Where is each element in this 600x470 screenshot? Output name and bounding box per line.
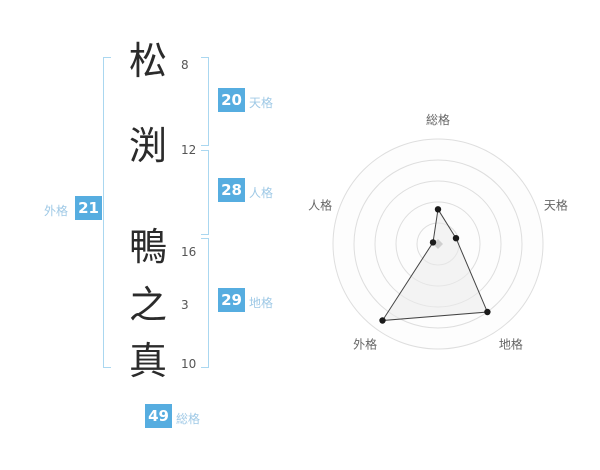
radar-axis-label: 地格 <box>499 336 523 351</box>
kanji-char-3: 鴨 <box>128 225 167 269</box>
radar-data-polygon <box>381 207 489 322</box>
radar-data-point <box>379 317 386 324</box>
tenkaku-label: 天格 <box>249 96 274 110</box>
radar-axis-label: 総格 <box>426 112 450 127</box>
soukaku-label: 総格 <box>176 412 201 426</box>
gaikaku-bracket <box>103 57 111 368</box>
radar-data-point <box>452 235 460 242</box>
kanji-char-4: 之 <box>128 283 167 327</box>
gaikaku-label: 外格 <box>44 204 69 218</box>
soukaku-badge: 49 <box>145 404 172 428</box>
jinkaku-badge: 28 <box>218 178 245 202</box>
chikaku-badge: 29 <box>218 288 245 312</box>
stroke-count-1: 8 <box>181 58 189 72</box>
stroke-count-2: 12 <box>181 143 197 157</box>
kanji-char-5: 真 <box>128 339 167 383</box>
kanji-char-1: 松 <box>128 39 167 83</box>
kanji-char-2: 渕 <box>128 124 167 168</box>
tenkaku-badge: 20 <box>218 88 245 112</box>
gaikaku-badge: 21 <box>75 196 102 220</box>
radar-data-point <box>434 206 442 213</box>
stroke-count-5: 10 <box>181 357 197 371</box>
stroke-count-3: 16 <box>181 245 197 259</box>
radar-data-point <box>484 308 491 316</box>
stroke-count-4: 3 <box>181 298 189 312</box>
chikaku-bracket <box>201 238 209 368</box>
fortune-radar-chart: 総格天格地格 外格 人格 <box>288 99 598 399</box>
radar-axis-label: 天格 <box>544 198 568 213</box>
radar-data-point <box>429 239 437 246</box>
jinkaku-bracket <box>201 150 209 235</box>
chikaku-label: 地格 <box>249 296 274 310</box>
radar-axis-label: 外格 <box>353 336 377 351</box>
tenkaku-bracket <box>201 57 209 146</box>
jinkaku-label: 人格 <box>249 186 274 200</box>
radar-axis-label: 人格 <box>308 198 332 213</box>
